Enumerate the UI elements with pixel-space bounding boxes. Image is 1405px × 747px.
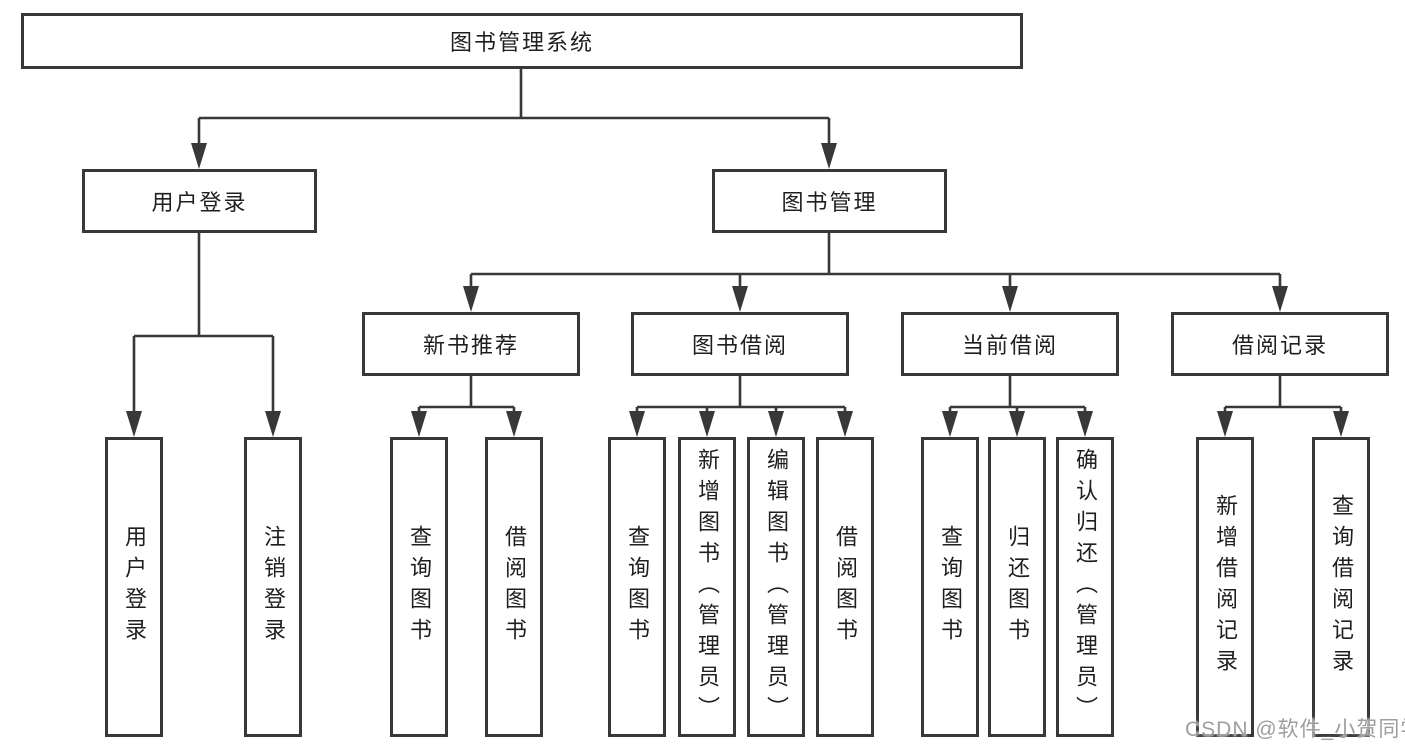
arrowhead-icon [1009, 411, 1025, 437]
arrowhead-icon [126, 411, 142, 437]
leaf-user-login: 用户登录 [105, 437, 163, 737]
node-root-system-label: 图书管理系统 [449, 30, 594, 55]
node-new-book-recommend: 新书推荐 [362, 312, 580, 376]
leaf-label: 注销登录 [261, 525, 286, 649]
leaf-label: 借阅图书 [502, 525, 527, 649]
node-book-management: 图书管理 [712, 169, 947, 233]
leaf-return-books: 归还图书 [988, 437, 1046, 737]
node-new-book-recommend-label: 新书推荐 [422, 333, 519, 358]
arrowhead-icon [942, 411, 958, 437]
leaf-label: 编辑图书（管理员） [764, 447, 789, 727]
arrowhead-icon [1002, 286, 1018, 312]
leaf-label: 查询图书 [625, 525, 650, 649]
node-user-login-label: 用户登录 [151, 190, 248, 215]
leaf-borrow-books-recommend: 借阅图书 [485, 437, 543, 737]
arrowhead-icon [821, 143, 837, 169]
arrowhead-icon [463, 286, 479, 312]
leaf-query-books-current: 查询图书 [921, 437, 979, 737]
node-current-borrow: 当前借阅 [901, 312, 1119, 376]
arrowhead-icon [1272, 286, 1288, 312]
node-user-login: 用户登录 [82, 169, 317, 233]
leaf-label: 查询图书 [407, 525, 432, 649]
edge-newbook-to-leaves [417, 376, 516, 417]
edge-borrow-to-leaves [635, 376, 847, 417]
arrowhead-icon [837, 411, 853, 437]
node-borrow-record-label: 借阅记录 [1231, 333, 1328, 358]
leaf-confirm-return-admin: 确认归还（管理员） [1056, 437, 1114, 737]
leaf-label: 用户登录 [122, 525, 147, 649]
arrowhead-icon [191, 143, 207, 169]
arrowhead-icon [411, 411, 427, 437]
node-book-borrow-label: 图书借阅 [691, 333, 788, 358]
arrowhead-icon [768, 411, 784, 437]
arrowhead-icon [1333, 411, 1349, 437]
leaf-add-borrow-record: 新增借阅记录 [1196, 437, 1254, 737]
edge-current-to-leaves [948, 376, 1087, 417]
leaf-label: 确认归还（管理员） [1073, 447, 1098, 727]
csdn-watermark: CSDN @软件_小贺同学 [1185, 718, 1405, 741]
edge-book-mgmt-to-level3 [469, 233, 1282, 292]
leaf-borrow-books: 借阅图书 [816, 437, 874, 737]
node-book-management-label: 图书管理 [781, 190, 878, 215]
leaf-label: 归还图书 [1005, 525, 1030, 649]
edge-root-to-level2 [197, 68, 831, 149]
edge-record-to-leaves [1223, 376, 1343, 417]
arrowhead-icon [1217, 411, 1233, 437]
leaf-edit-books-admin: 编辑图书（管理员） [747, 437, 805, 737]
leaf-label: 新增图书（管理员） [695, 447, 720, 727]
leaf-label: 查询借阅记录 [1329, 494, 1354, 680]
node-root-system: 图书管理系统 [21, 13, 1023, 69]
edge-login-to-leaves [132, 233, 275, 417]
leaf-query-borrow-record: 查询借阅记录 [1312, 437, 1370, 737]
leaf-label: 新增借阅记录 [1213, 494, 1238, 680]
arrowhead-icon [732, 286, 748, 312]
leaf-logout: 注销登录 [244, 437, 302, 737]
arrowhead-icon [506, 411, 522, 437]
leaf-query-books-borrow: 查询图书 [608, 437, 666, 737]
arrowhead-icon [699, 411, 715, 437]
arrowhead-icon [629, 411, 645, 437]
leaf-add-books-admin: 新增图书（管理员） [678, 437, 736, 737]
node-current-borrow-label: 当前借阅 [961, 333, 1058, 358]
arrowhead-icons [126, 143, 1349, 437]
node-borrow-record: 借阅记录 [1171, 312, 1389, 376]
leaf-label: 借阅图书 [833, 525, 858, 649]
leaf-query-books-recommend: 查询图书 [390, 437, 448, 737]
node-book-borrow: 图书借阅 [631, 312, 849, 376]
arrowhead-icon [1077, 411, 1093, 437]
leaf-label: 查询图书 [938, 525, 963, 649]
arrowhead-icon [265, 411, 281, 437]
